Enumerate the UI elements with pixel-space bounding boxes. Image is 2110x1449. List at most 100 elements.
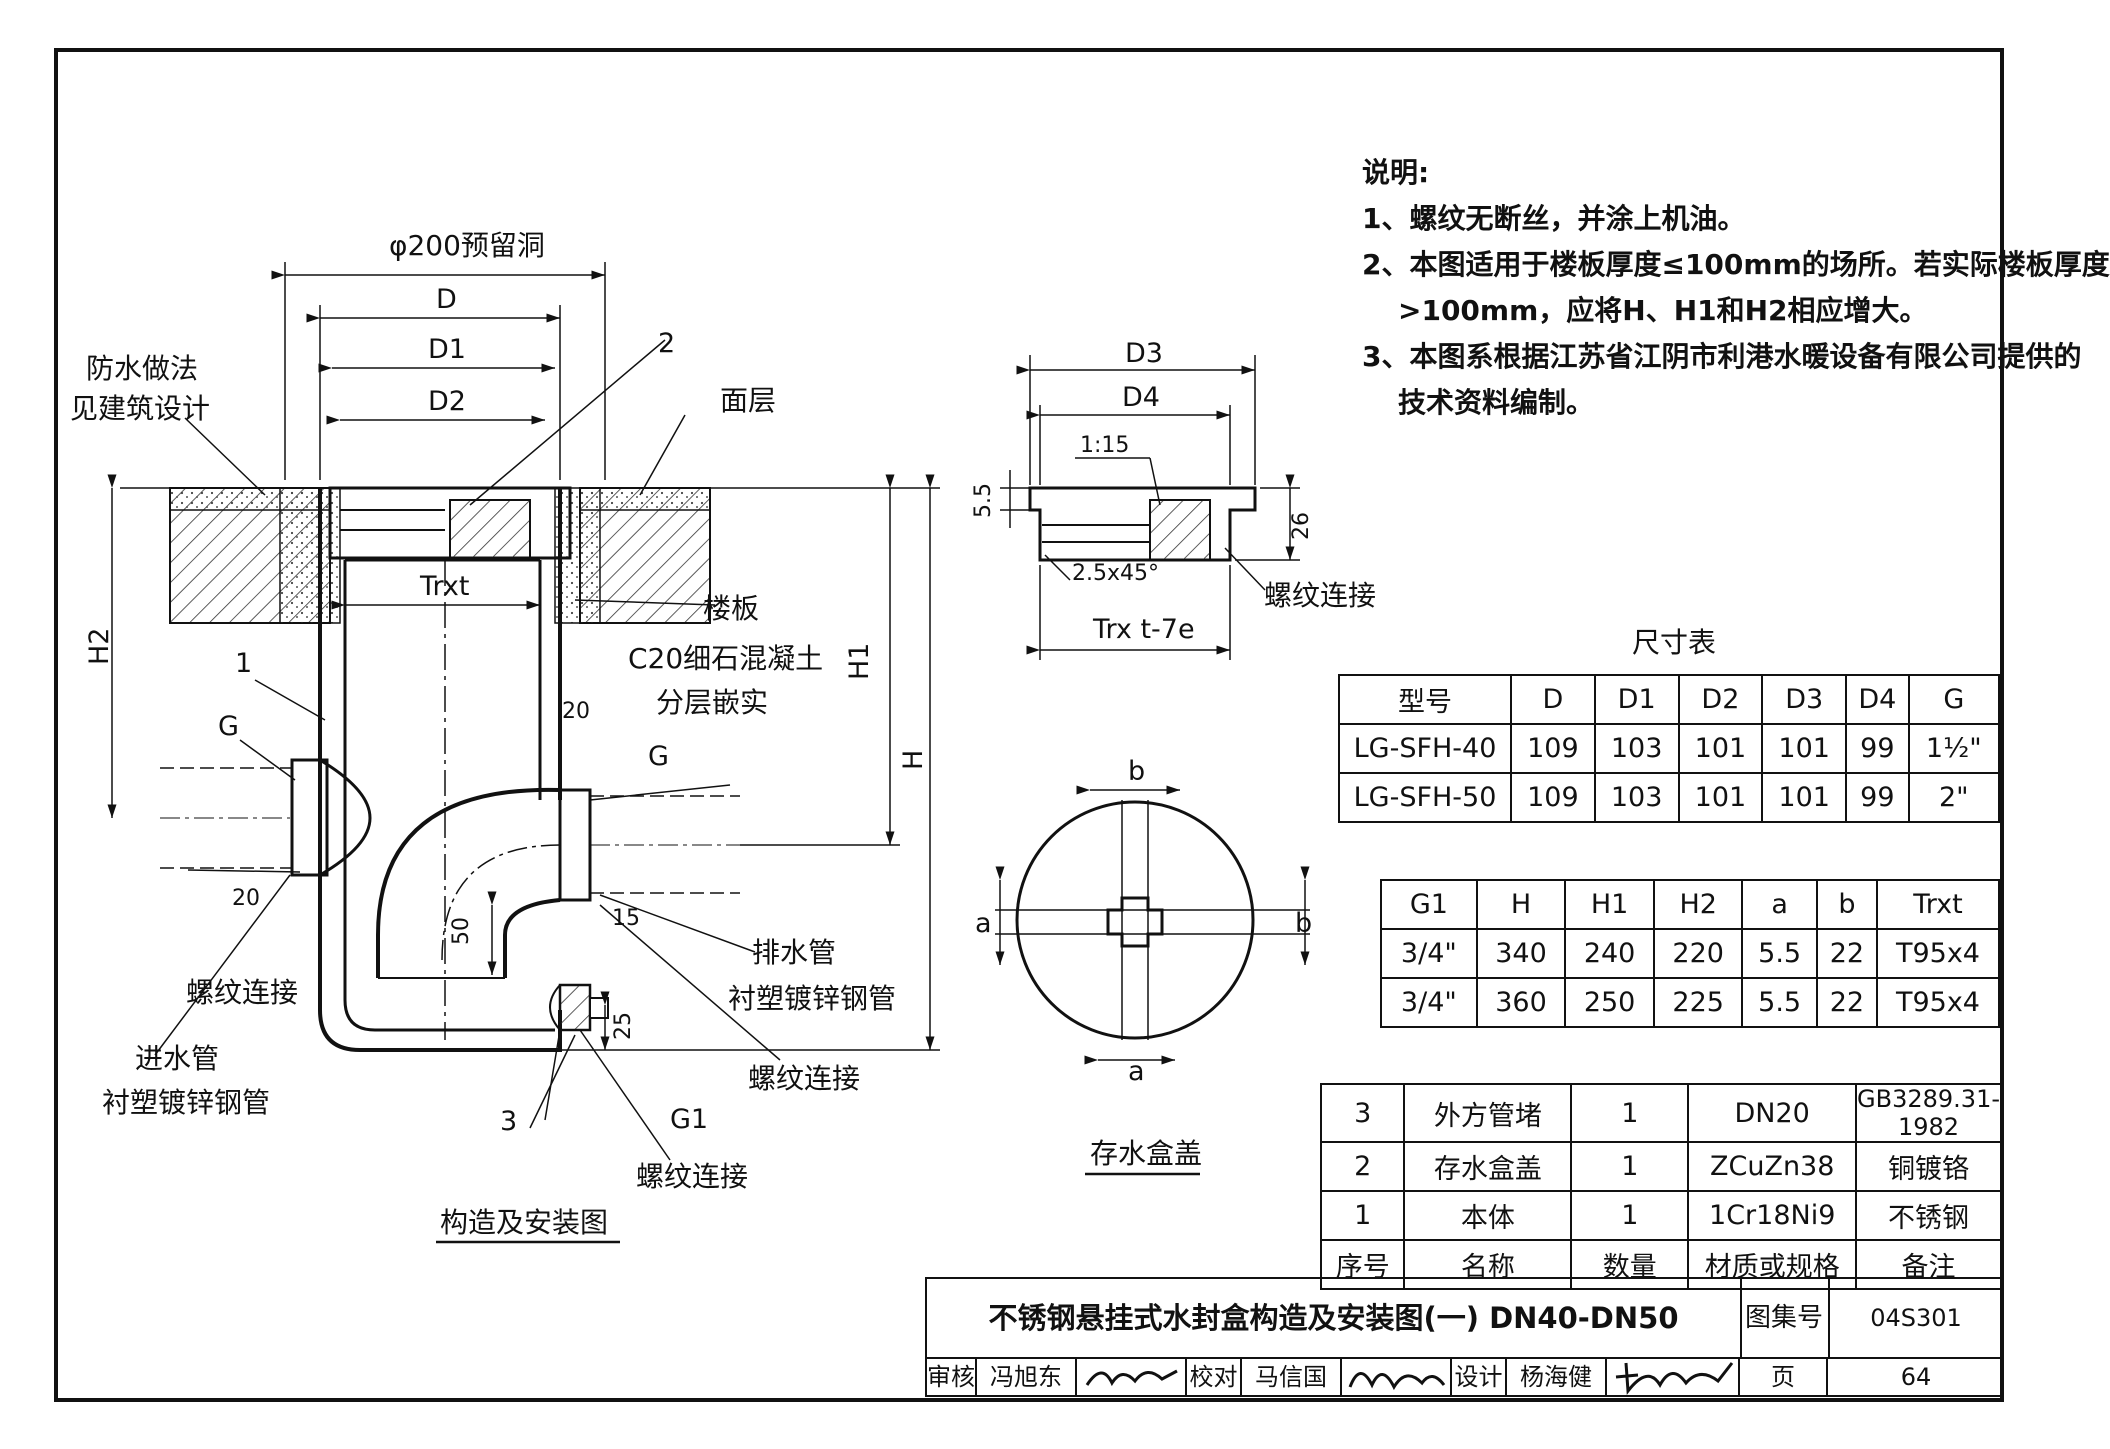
table-cell: 1Cr18Ni9	[1687, 1190, 1858, 1241]
table-cell: 101	[1761, 723, 1848, 774]
page-label: 页	[1740, 1357, 1828, 1397]
lid-section-view: D3 D4 1:15 5.5 26 2.5x45° Trx t-7e 螺纹连接	[971, 338, 1376, 660]
table-cell: 3/4"	[1380, 977, 1478, 1028]
part-2-label: 2	[658, 328, 675, 359]
bill-of-materials: 3 外方管堵 1 DN20 GB3289.31-1982 2 存水盒盖 1 ZC…	[1319, 1083, 2002, 1290]
table-header-cell: D	[1510, 674, 1596, 725]
note-2-cont: >100mm，应将H、H1和H2相应增大。	[1398, 294, 1928, 327]
lid-section	[449, 499, 531, 559]
table-cell: 存水盒盖	[1403, 1141, 1573, 1192]
table-header-cell: a	[1741, 879, 1818, 930]
table-header-cell: 型号	[1338, 674, 1512, 725]
thread-spec-label: Trx t-7e	[1092, 614, 1195, 645]
dim-D4: D4	[1122, 382, 1160, 413]
table-cell: 103	[1593, 772, 1680, 823]
b-right-label: b	[1295, 908, 1312, 939]
table-cell: 109	[1510, 723, 1596, 774]
table-header-cell: 备注	[1855, 1239, 2002, 1290]
table-header-cell: Trxt	[1876, 879, 2000, 930]
dim-Trxt: Trxt	[419, 571, 469, 602]
notes-block: 说明: 1、螺纹无断丝，并涂上机油。 2、本图适用于楼板厚度≤100mm的场所。…	[1362, 150, 2110, 426]
table-cell: 240	[1564, 928, 1655, 979]
table-row: 1 本体 1 1Cr18Ni9 不锈钢	[1319, 1190, 2002, 1241]
body-outer-left	[318, 488, 562, 1052]
lid-plan-caption: 存水盒盖	[1090, 1137, 1202, 1170]
reviewer-name: 冯旭东	[977, 1357, 1077, 1397]
table-cell: 225	[1652, 977, 1744, 1028]
title-block: 不锈钢悬挂式水封盒构造及安装图(一) DN40-DN50 图集号 04S301 …	[925, 1277, 2002, 1397]
table-cell: 本体	[1403, 1190, 1573, 1241]
table-cell: T95x4	[1876, 928, 2000, 979]
dim-25: 25	[611, 1012, 636, 1040]
reviewer-signature	[1077, 1357, 1187, 1397]
table-cell: 1	[1319, 1190, 1406, 1241]
a-bottom-label: a	[1128, 1056, 1145, 1087]
designer-name: 杨海健	[1507, 1357, 1607, 1397]
table-row: 2 存水盒盖 1 ZCuZn38 铜镀铬	[1319, 1141, 2002, 1192]
table-cell: 22	[1815, 977, 1879, 1028]
table-cell: 1	[1570, 1141, 1690, 1192]
table-header-cell: D4	[1845, 674, 1910, 725]
signature-icon	[1348, 1372, 1446, 1391]
dim-26: 26	[1289, 512, 1314, 540]
elbow-outer	[376, 787, 561, 978]
dimension-table-title: 尺寸表	[1632, 626, 1716, 659]
table-cell: GB3289.31-1982	[1855, 1083, 2002, 1143]
waterproof-label-1: 防水做法	[86, 352, 198, 385]
review-label: 审核	[927, 1357, 977, 1397]
dim-H: H	[898, 750, 929, 770]
outlet-fitting	[558, 788, 592, 902]
table-cell: 22	[1815, 928, 1879, 979]
table-cell: 不锈钢	[1855, 1190, 2002, 1241]
table-header-cell: D3	[1761, 674, 1848, 725]
table-cell: 3/4"	[1380, 928, 1478, 979]
inlet-label-2: 衬塑镀锌钢管	[102, 1086, 270, 1119]
dim-D1: D1	[428, 334, 466, 365]
part-3-label: 3	[500, 1106, 517, 1137]
a-left-label: a	[975, 908, 992, 939]
table-cell: 101	[1677, 772, 1764, 823]
table-cell: 1½"	[1907, 723, 2001, 774]
drawing-sheet: φ200预留洞 D D1 D2 Trxt 防水做法 见建筑设计 面层 楼板 C2…	[54, 48, 2110, 1402]
table-cell: 360	[1475, 977, 1567, 1028]
table-cell: 99	[1845, 772, 1910, 823]
dim-D2: D2	[428, 386, 466, 417]
dim-20-left: 20	[232, 886, 260, 911]
lid-plan-view: b b a a 存水盒盖	[975, 756, 1312, 1176]
thread-right-label: 螺纹连接	[748, 1062, 860, 1095]
table-header-cell: H1	[1564, 879, 1655, 930]
table-cell: 5.5	[1741, 928, 1818, 979]
table-cell: LG-SFH-40	[1338, 723, 1512, 774]
table-cell: 109	[1510, 772, 1596, 823]
dim-H2: H2	[84, 628, 115, 665]
hole-label: φ200预留洞	[389, 229, 545, 262]
dim-H1: H1	[844, 643, 875, 680]
table-row: LG-SFH-50 109 103 101 101 99 2"	[1338, 772, 2001, 823]
table-header-cell: G	[1907, 674, 2001, 725]
design-label: 设计	[1452, 1357, 1507, 1397]
table-header-cell: G1	[1380, 879, 1478, 930]
dim-20-right: 20	[562, 699, 590, 724]
table-cell: 2"	[1907, 772, 2001, 823]
page-number: 64	[1900, 1363, 1932, 1391]
table-cell: DN20	[1687, 1083, 1858, 1143]
drawing-canvas: φ200预留洞 D D1 D2 Trxt 防水做法 见建筑设计 面层 楼板 C2…	[54, 48, 2004, 1402]
table-cell: 5.5	[1741, 977, 1818, 1028]
atlas-number: 04S301	[1870, 1304, 1962, 1332]
table-header-cell: H	[1475, 879, 1567, 930]
note-1: 1、螺纹无断丝，并涂上机油。	[1362, 202, 1746, 235]
chamfer-label: 2.5x45°	[1072, 561, 1159, 586]
lid-section-outline	[1028, 486, 1257, 562]
surface-label: 面层	[720, 384, 776, 417]
table-cell: 1	[1570, 1190, 1690, 1241]
table-header-row: G1 H H1 H2 a b Trxt	[1380, 879, 2000, 930]
table-cell: 外方管堵	[1403, 1083, 1573, 1143]
table-cell: 220	[1652, 928, 1744, 979]
table-cell: 101	[1761, 772, 1848, 823]
notes-heading: 说明:	[1362, 156, 1430, 189]
dimension-table-2: G1 H H1 H2 a b Trxt 3/4" 340 240 220 5.5…	[1380, 879, 2000, 1028]
dimension-table: 型号 D D1 D2 D3 D4 G LG-SFH-40 109 103 101…	[1338, 674, 2001, 823]
checker-signature	[1342, 1357, 1452, 1397]
designer-signature	[1607, 1357, 1740, 1397]
dim-5-5: 5.5	[971, 483, 996, 518]
